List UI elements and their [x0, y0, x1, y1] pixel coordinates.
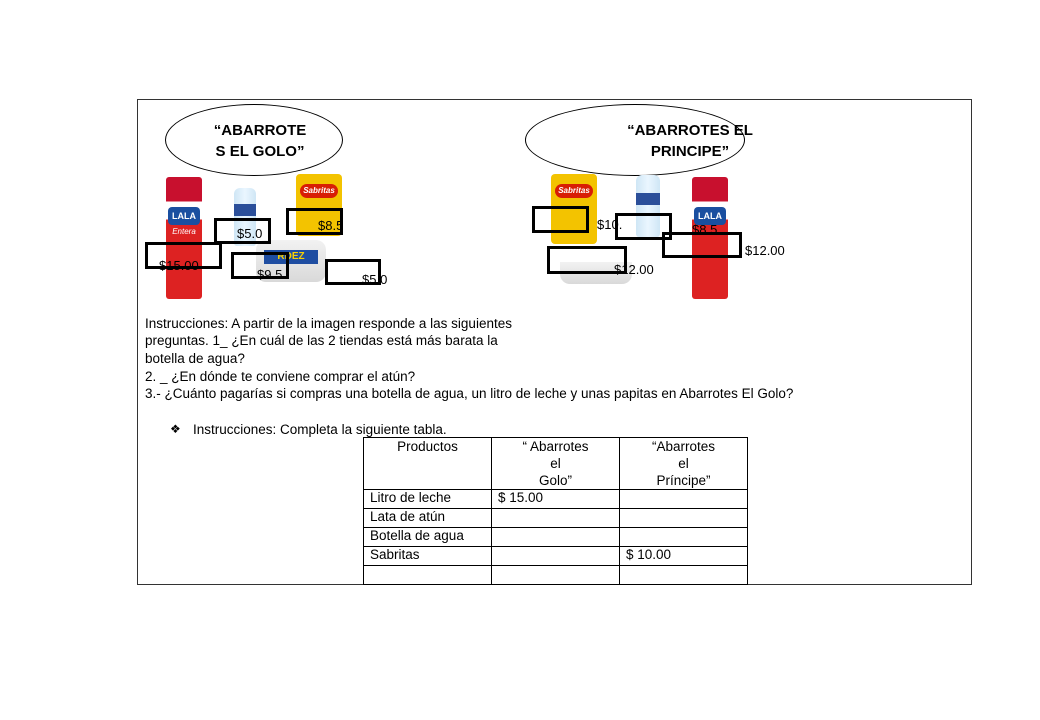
- price-principe-leche: $12.00: [745, 243, 785, 258]
- cell-golo-price[interactable]: [491, 546, 620, 566]
- instructions-line-3: botella de agua?: [145, 351, 245, 366]
- chips-brand-label: Sabritas: [300, 184, 338, 198]
- question-3: 3.- ¿Cuánto pagarías si compras una bote…: [145, 386, 794, 401]
- header-principe: “Abarrotes el Príncipe”: [619, 437, 748, 490]
- price-slot-golo-atun[interactable]: [231, 252, 289, 279]
- price-slot-principe-atun[interactable]: [547, 246, 627, 274]
- store-title-principe: “ABARROTES EL PRINCIPE”: [610, 120, 770, 162]
- instructions-line-1: Instrucciones: A partir de la imagen res…: [145, 316, 512, 331]
- price-golo-agua: $5.0: [237, 226, 263, 241]
- table-header-row: Productos “ Abarrotes el Golo” “Abarrote…: [363, 437, 748, 490]
- water-bottle-image: [234, 188, 256, 246]
- price-slot-principe-agua[interactable]: [615, 213, 672, 240]
- price-slot-golo-sabritas[interactable]: [286, 208, 343, 235]
- price-golo-atun: $9.5: [257, 267, 283, 282]
- cell-product: Sabritas: [363, 546, 492, 566]
- chips-brand-label-principe: Sabritas: [555, 184, 593, 198]
- cell-principe-price[interactable]: [619, 565, 748, 585]
- cell-principe-price[interactable]: [619, 489, 748, 509]
- cell-golo-price[interactable]: [491, 565, 620, 585]
- table-row: [363, 565, 748, 585]
- price-principe-atun: $12.00: [614, 262, 654, 277]
- price-golo-extra: $5.0: [362, 272, 388, 287]
- price-golo-sabritas: $8.5: [318, 218, 344, 233]
- cell-principe-price[interactable]: [619, 527, 748, 547]
- chips-bag-image: Sabritas: [296, 174, 342, 236]
- cell-product: Litro de leche: [363, 489, 492, 509]
- cell-product: Botella de agua: [363, 527, 492, 547]
- worksheet-frame: [137, 99, 972, 585]
- bullet-icon: ❖: [170, 422, 181, 436]
- milk-variant-label: Entera: [172, 227, 196, 236]
- header-productos: Productos: [363, 437, 492, 490]
- milk-carton-image: LALA Entera: [166, 177, 202, 299]
- table-row: Sabritas $ 10.00: [363, 546, 748, 566]
- store-oval-principe: [525, 104, 745, 176]
- cell-golo-price[interactable]: [491, 508, 620, 528]
- table-row: Litro de leche $ 15.00: [363, 489, 748, 509]
- cell-golo-price[interactable]: $ 15.00: [491, 489, 620, 509]
- table-row: Lata de atún: [363, 508, 748, 528]
- store-oval-golo: [165, 104, 343, 176]
- cell-principe-price[interactable]: $ 10.00: [619, 546, 748, 566]
- cell-golo-price[interactable]: [491, 527, 620, 547]
- store-title-golo: “ABARROTE S EL GOLO”: [195, 120, 325, 162]
- price-slot-principe-leche[interactable]: [662, 232, 742, 258]
- price-golo-leche: $15.00: [159, 258, 199, 273]
- cell-product: [363, 565, 492, 585]
- price-slot-golo-agua[interactable]: [214, 218, 271, 244]
- store-title-golo-line1: “ABARROTE: [213, 122, 307, 139]
- price-slot-golo-extra[interactable]: [325, 259, 381, 285]
- cell-product: Lata de atún: [363, 508, 492, 528]
- store-title-golo-line2: S EL GOLO”: [215, 143, 305, 160]
- instructions-line-2: preguntas. 1_ ¿En cuál de las 2 tiendas …: [145, 333, 498, 348]
- table-instructions: Instrucciones: Completa la siguiente tab…: [193, 422, 447, 437]
- cell-principe-price[interactable]: [619, 508, 748, 528]
- price-table: Productos “ Abarrotes el Golo” “Abarrote…: [363, 437, 748, 585]
- price-slot-principe-sabritas[interactable]: [532, 206, 589, 233]
- table-row: Botella de agua: [363, 527, 748, 547]
- store-title-principe-line1: “ABARROTES EL: [627, 122, 753, 139]
- tuna-can-image: RDEZ: [256, 240, 326, 282]
- store-title-principe-line2: PRINCIPE”: [650, 143, 730, 160]
- header-golo: “ Abarrotes el Golo”: [491, 437, 620, 490]
- water-bottle-principe-image: [636, 175, 660, 237]
- milk-brand-label-principe: LALA: [694, 207, 726, 225]
- milk-carton-principe-image: LALA: [692, 177, 728, 299]
- question-2: 2. _ ¿En dónde te conviene comprar el at…: [145, 369, 416, 384]
- price-slot-golo-leche[interactable]: [145, 242, 222, 269]
- milk-brand-label: LALA: [168, 207, 200, 225]
